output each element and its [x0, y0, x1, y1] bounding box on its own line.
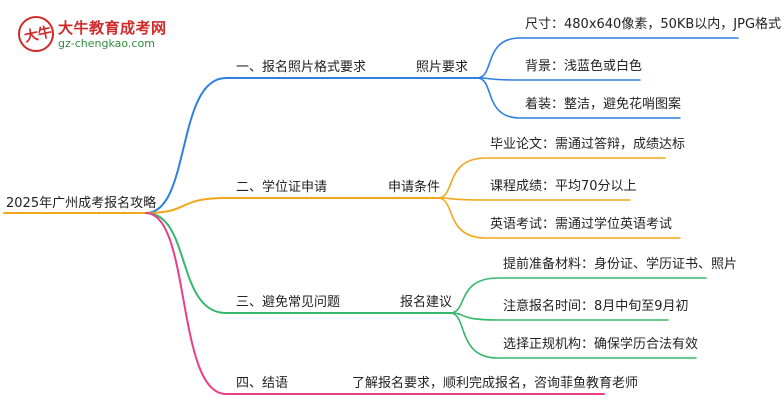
branch-3-leaf-3: 选择正规机构：确保学历合法有效 [503, 337, 699, 352]
branch-1-leaf-1: 尺寸：480x640像素，50KB以内，JPG格式 [525, 17, 781, 32]
branch-3-leaf-1: 提前准备材料：身份证、学历证书、照片 [503, 257, 738, 272]
logo-site-name: 大牛教育成考网 [58, 19, 167, 37]
site-logo[interactable]: 大牛 大牛教育成考网 gz-chengkao.com [18, 15, 188, 55]
branch-3-leaf-2: 注意报名时间：8月中旬至9月初 [503, 299, 689, 314]
branch-2-label: 二、学位证申请 [236, 180, 328, 195]
branch-1-sub: 照片要求 [416, 60, 469, 75]
branch-3-leaf-3-connector [449, 312, 697, 359]
branch-1-leaf-2: 背景：浅蓝色或白色 [525, 59, 643, 74]
branch-4-sub: 了解报名要求，顺利完成报名，咨询菲鱼教育老师 [352, 376, 639, 391]
root-topic: 2025年广州成考报名攻略 [6, 196, 157, 211]
branch-2-leaf-1-connector [437, 157, 666, 199]
branch-2-leaf-2-connector [437, 197, 631, 201]
branch-2-leaf-1: 毕业论文：需通过答辩，成绩达标 [490, 137, 686, 152]
logo-mark-text: 大牛 [22, 24, 54, 46]
mindmap-canvas [3, 37, 739, 395]
branch-2-leaf-3-connector [437, 197, 681, 239]
branch-3-label: 三、避免常见问题 [236, 295, 341, 310]
branch-3-leaf-1-connector [449, 277, 707, 314]
branch-2-connector [145, 197, 373, 214]
branch-3-sub: 报名建议 [400, 295, 453, 310]
logo-mark-icon: 大牛 [18, 16, 54, 52]
branch-2-leaf-3: 英语考试：需通过学位英语考试 [490, 217, 673, 232]
branch-3-connector [145, 212, 384, 314]
branch-1-label: 一、报名照片格式要求 [236, 60, 367, 75]
branch-1-leaf-1-connector [476, 37, 739, 79]
branch-1-leaf-3: 着装：整洁，避免花哨图案 [525, 97, 682, 112]
branch-3-leaf-2-connector [449, 312, 669, 321]
branch-2-leaf-2: 课程成绩：平均70分以上 [490, 179, 637, 194]
branch-1-leaf-3-connector [476, 77, 681, 119]
logo-site-url: gz-chengkao.com [58, 37, 155, 50]
branch-4-connector [145, 212, 605, 395]
branch-1-connector [145, 77, 393, 214]
branch-4-label: 四、结语 [236, 376, 289, 391]
branch-1-leaf-2-connector [476, 77, 641, 81]
branch-2-sub: 申请条件 [388, 180, 441, 195]
